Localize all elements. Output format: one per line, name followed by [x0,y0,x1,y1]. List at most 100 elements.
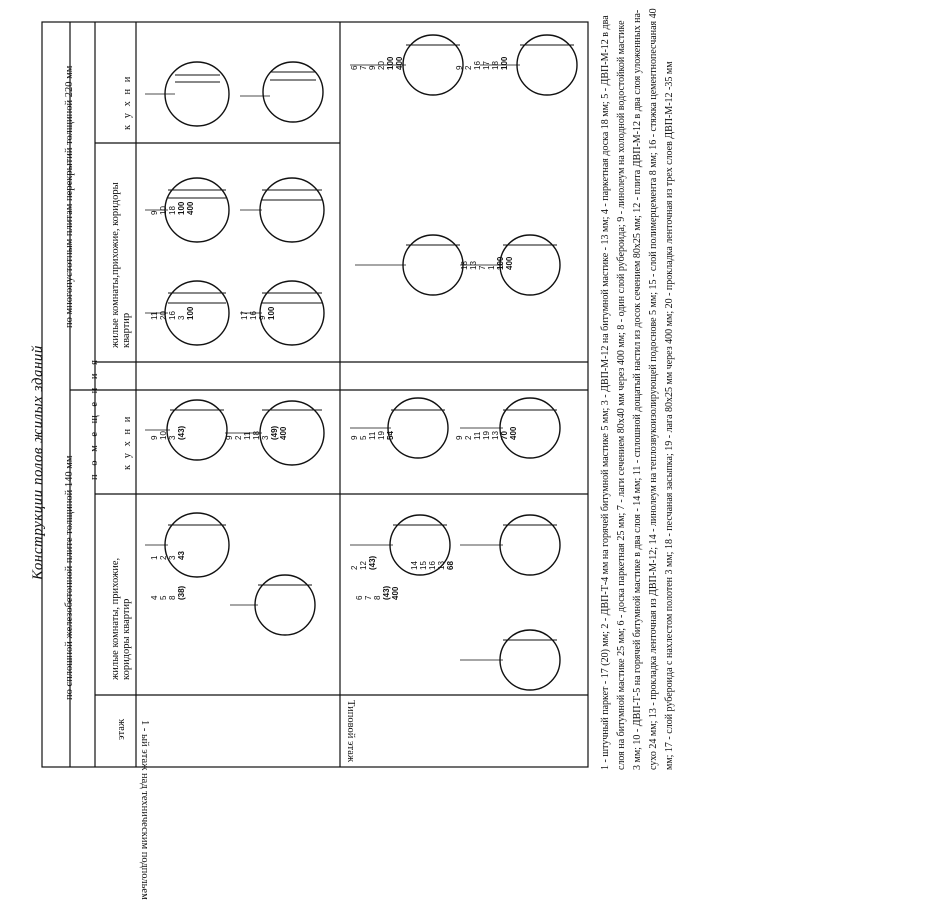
detail-circle [259,177,325,243]
detail-layer-number: 17 [240,311,249,320]
detail-layer-number: 3 [261,435,270,440]
detail-layer-number: 9 [368,65,377,70]
row-typical-floor: Типовой этаж [345,700,356,763]
detail-layer-number: 2 [350,565,359,570]
detail-circle [499,514,561,576]
detail-dimension: (49) [270,425,279,440]
header-living: жилые комнаты, прихожие, коридоры кварти… [110,557,132,680]
detail-layer-number: 1 [487,265,496,270]
detail-dimension: 43 [177,551,186,560]
detail-layer-number: 5 [159,595,168,600]
detail-dimension: 400 [509,426,518,440]
detail-layer-number: 3 [168,555,177,560]
detail-layer-number: 20 [377,61,386,70]
detail-layer-number: 17 [482,61,491,70]
header-living-2: жилые комнаты,прихожие, коридоры квартир [110,182,132,348]
detail-layer-number: 9 [455,65,464,70]
detail-dimension: 100 [496,256,505,270]
detail-dimension: 100 [177,201,186,215]
detail-dimension: 400 [395,56,404,70]
detail-layer-number: 18 [491,61,500,70]
page-title: Конструкции полов жилых зданий [30,345,46,580]
detail-layer-number: 11 [473,431,482,440]
detail-circle [402,34,464,96]
detail-layer-number: 15 [419,561,428,570]
legend-line: слоя на битумной мастике 25 мм; 6 - доск… [616,20,627,770]
detail-layer-number: 11 [150,311,159,320]
detail-layer-number: 9 [150,435,159,440]
detail-layer-number: 4 [150,595,159,600]
detail-layer-number: 16 [168,311,177,320]
detail-circle [164,512,230,578]
detail-layer-number: 11 [243,431,252,440]
table-frame [41,21,589,768]
detail-dimension: 400 [391,586,400,600]
detail-layer-number: 5 [359,435,368,440]
layer-bands [168,44,574,641]
detail-layer-number: 10 [159,206,168,215]
detail-layer-number: 20 [159,311,168,320]
legend-line: 3 мм; 10 - ДВП-Т-5 на горячей битумной м… [632,9,643,770]
detail-layer-number: 6 [355,595,364,600]
detail-layer-number: 13 [491,431,500,440]
legend-line: 1 - штучный паркет - 17 (20) мм; 2 - ДВП… [600,15,611,770]
detail-layer-number: 9 [258,315,267,320]
detail-layer-number: 9 [350,435,359,440]
detail-layer-number: 12 [359,561,368,570]
header-kitchens-2: к у х н и [122,74,133,130]
detail-circle [402,234,464,296]
detail-circle [499,629,561,691]
legend-line: мм; 17 - слой рубероида с нахлестом поло… [664,61,675,770]
detail-layer-number: 18 [460,261,469,270]
detail-layer-number: 7 [359,65,368,70]
header-floor: этаж [116,718,127,740]
header-kitchens: к у х н и [122,414,133,470]
detail-layer-number: 18 [168,206,177,215]
detail-dimension: 68 [446,561,455,570]
detail-layer-number: 2 [159,555,168,560]
detail-circle [254,574,316,636]
detail-layer-number: 13 [437,561,446,570]
detail-layer-number: 7 [478,265,487,270]
detail-layer-number: 9 [455,435,464,440]
detail-dimension: 400 [279,426,288,440]
detail-layer-number: 6 [350,65,359,70]
detail-dimension: 70 [500,431,509,440]
floor-construction-drawing [41,21,589,768]
detail-layer-number: 8 [373,595,382,600]
detail-layer-number: 2 [464,65,473,70]
legend: 1 - штучный паркет - 17 (20) мм; 2 - ДВП… [598,8,678,770]
detail-layer-number: 18 [252,431,261,440]
detail-dimension: 100 [386,56,395,70]
detail-layer-number: 2 [464,435,473,440]
detail-dimension: 100 [186,306,195,320]
header-solid-slab: по сплошной железобетонной плите толщино… [64,455,75,700]
detail-layer-number: 7 [364,595,373,600]
detail-layer-number: 9 [225,435,234,440]
detail-layer-number: 14 [410,561,419,570]
detail-dimension: 100 [267,306,276,320]
detail-dimension: 54 [386,431,395,440]
detail-layer-number: 3 [177,315,186,320]
detail-dimension: 400 [186,201,195,215]
legend-line: сухо 24 мм; 13 - прокладка ленточная из … [648,8,659,770]
detail-dimension: 100 [500,56,509,70]
detail-circle [387,397,449,459]
detail-dimension: (38) [177,585,186,600]
header-hollow-slab: по многопустотным плитам перекрытий толщ… [64,65,75,328]
detail-layer-number: 16 [249,311,258,320]
detail-layer-number: 8 [168,595,177,600]
